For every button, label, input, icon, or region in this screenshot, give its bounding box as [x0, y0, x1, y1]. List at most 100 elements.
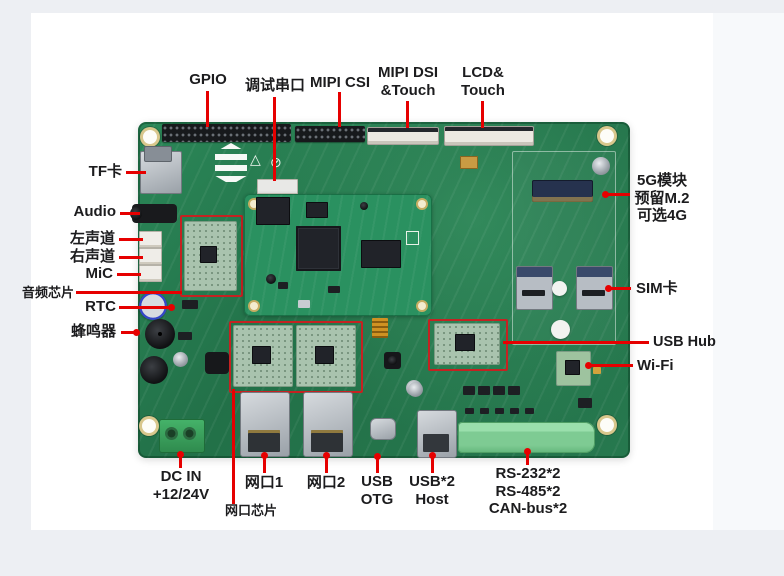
- sot-component: [478, 386, 490, 395]
- label-mipi-dsi-touch: MIPI DSI &Touch: [377, 64, 438, 99]
- label-audio-chip: 音频芯片: [21, 285, 74, 300]
- audio-jack: [132, 204, 177, 223]
- leader-dot-usb-otg: [374, 453, 381, 460]
- leader-dot-wifi: [585, 362, 592, 369]
- lcd-connector: [444, 126, 534, 146]
- usb-a-opening: [423, 434, 449, 452]
- leader-line-audio: [120, 212, 140, 215]
- label-dc-in: DC IN +12/24V: [152, 468, 210, 503]
- leader-line-tf-card: [126, 171, 146, 174]
- leader-line-lan-chip: [232, 389, 235, 504]
- label-audio: Audio: [73, 203, 117, 220]
- electrolytic-capacitor: [592, 157, 610, 175]
- smd-component: [182, 300, 198, 309]
- label-lan-chip: 网口芯片: [224, 503, 277, 518]
- label-wifi: Wi-Fi: [637, 357, 674, 374]
- dc-terminal-screw: [183, 427, 196, 440]
- wifi-antenna-pad: [593, 367, 601, 374]
- push-button-cap: [388, 356, 397, 365]
- rj45-port-1-opening: [248, 430, 280, 452]
- label-gpio: GPIO: [189, 71, 227, 88]
- mipi-dsi-connector: [367, 127, 439, 145]
- gold-dip-switch: [460, 156, 478, 169]
- label-buzzer: 蜂鸣器: [70, 323, 116, 340]
- silkscreen-square: [406, 231, 419, 245]
- leader-line-right-channel: [119, 256, 143, 259]
- label-usb-host: USB*2 Host: [409, 473, 455, 508]
- leader-dot-sim: [605, 285, 612, 292]
- label-left-channel: 左声道: [69, 230, 115, 247]
- label-rtc: RTC: [85, 298, 116, 315]
- mipi-csi-connector: [295, 126, 365, 142]
- mounting-hole: [143, 130, 157, 144]
- sot-component: [493, 386, 505, 395]
- m2-slot: [532, 180, 593, 202]
- sim-slot-1-opening: [522, 290, 545, 296]
- right-margin-strip: [713, 13, 784, 530]
- leader-line-audio-chip: [76, 291, 182, 294]
- diode-component: [495, 408, 504, 414]
- sim-slot-2-opening: [582, 290, 605, 296]
- leader-dot-buzzer: [133, 329, 140, 336]
- diode-component: [510, 408, 519, 414]
- tf-card: [144, 146, 172, 162]
- leader-line-lcd: [481, 101, 484, 128]
- ethernet-phy-chip-1: [252, 346, 271, 364]
- leader-line-mic: [117, 273, 141, 276]
- label-mic: MiC: [85, 265, 114, 282]
- label-usb-otg: USB OTG: [360, 473, 394, 508]
- mounting-hole: [142, 419, 156, 433]
- gold-pad-cluster: [372, 318, 388, 338]
- leader-line-left-channel: [119, 238, 143, 241]
- usb-hub-highlight-box: [428, 319, 508, 371]
- smd-capacitor: [408, 382, 423, 397]
- smd-component: [298, 300, 310, 308]
- som-hole: [250, 302, 258, 310]
- leader-line-usb-hub: [503, 341, 649, 344]
- leader-dot-usb-host: [429, 452, 436, 459]
- brand-logo: [215, 143, 247, 185]
- label-sim-card: SIM卡: [636, 280, 678, 297]
- leader-line-usb-host: [431, 457, 434, 473]
- smd-component: [328, 286, 340, 293]
- leader-dot-lan2: [323, 452, 330, 459]
- gpio-header: [162, 124, 291, 142]
- leader-line-rtc: [119, 306, 172, 309]
- audio-chip-highlight-box: [180, 215, 243, 297]
- leader-dot-serial: [524, 448, 531, 455]
- leader-dot-dc-in: [177, 451, 184, 458]
- som-test-point: [266, 274, 276, 284]
- sot-component: [463, 386, 475, 395]
- som-hole: [418, 200, 426, 208]
- mic-connector: [139, 265, 162, 282]
- diode-component: [525, 408, 534, 414]
- label-tf-card: TF卡: [88, 163, 122, 180]
- label-lan1: 网口1: [244, 474, 284, 491]
- audio-chip: [200, 246, 217, 263]
- sim-slot-1: [516, 266, 553, 310]
- emmc-chip: [361, 240, 401, 268]
- usb-c-otg-port: [370, 418, 396, 440]
- label-lcd-touch: LCD& Touch: [461, 64, 505, 99]
- mounting-hole: [600, 129, 614, 143]
- rj45-port-2-opening: [311, 430, 343, 452]
- label-5g-module: 5G模块 预留M.2 可选4G: [634, 172, 690, 225]
- label-debug-uart: 调试串口: [244, 77, 305, 94]
- label-lan2: 网口2: [306, 474, 346, 491]
- leader-dot-5g: [602, 191, 609, 198]
- leader-line-mipi-csi: [338, 92, 341, 127]
- power-inductor: [205, 352, 229, 374]
- soc-chip: [296, 226, 341, 271]
- som-test-point: [360, 202, 368, 210]
- 5g-m2-section-outline: [512, 151, 616, 345]
- mounting-hole: [600, 418, 614, 432]
- smd-component: [178, 332, 192, 340]
- serial-terminal-block: [458, 422, 595, 453]
- standoff-hole: [551, 320, 570, 339]
- label-right-channel: 右声道: [69, 248, 115, 265]
- ethernet-phy-chip-2: [315, 346, 334, 364]
- standoff-hole: [552, 281, 567, 296]
- pcb-board: △ ⊘: [130, 122, 630, 458]
- label-mipi-csi: MIPI CSI: [309, 74, 370, 91]
